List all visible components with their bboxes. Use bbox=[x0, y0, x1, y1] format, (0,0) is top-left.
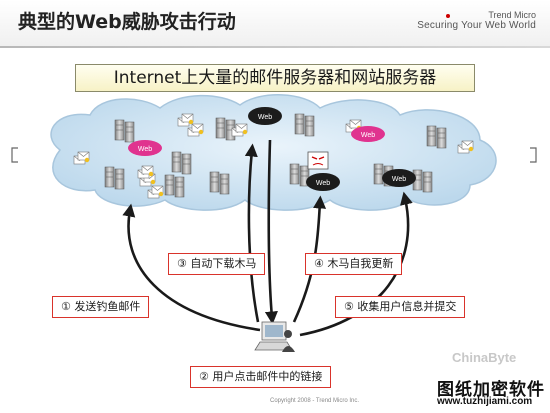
web-badge-dark bbox=[306, 173, 340, 191]
web-label: Web bbox=[316, 180, 330, 187]
right-bracket bbox=[530, 147, 537, 163]
web-badge-pink bbox=[128, 140, 162, 156]
user-computer-icon bbox=[254, 321, 295, 352]
web-label: Web bbox=[361, 132, 375, 139]
arrow-download bbox=[244, 143, 260, 323]
slide-title: 典型的Web威胁攻击行动 bbox=[18, 11, 236, 33]
brand-dot-icon bbox=[446, 14, 450, 18]
left-bracket bbox=[11, 147, 18, 163]
brand-name: Trend Micro bbox=[488, 10, 536, 20]
step-user-click-link: ② 用户点击邮件中的链接 bbox=[190, 366, 332, 388]
arrow-click bbox=[264, 139, 278, 325]
web-badge-pink bbox=[351, 126, 385, 142]
step-trojan-update: ④ 木马自我更新 bbox=[305, 253, 403, 275]
watermark-site-name: 图纸加密软件 bbox=[437, 380, 545, 400]
web-badge-dark bbox=[248, 107, 282, 125]
web-server-badges: Web Web Web Web Web bbox=[128, 107, 416, 191]
web-label: Web bbox=[258, 114, 272, 121]
malware-face-icon bbox=[307, 151, 329, 170]
footer-copyright: Copyright 2008 - Trend Micro Inc. bbox=[270, 398, 360, 404]
arrow-phishing bbox=[122, 203, 261, 332]
brand-slogan: Securing Your Web World bbox=[417, 20, 536, 31]
arrow-submit bbox=[299, 191, 413, 337]
web-label: Web bbox=[138, 146, 152, 153]
web-label: Web bbox=[392, 176, 406, 183]
web-badge-dark bbox=[382, 169, 416, 187]
brand-block: Trend Micro Securing Your Web World bbox=[417, 10, 536, 31]
internet-banner: Internet上大量的邮件服务器和网站服务器 bbox=[75, 64, 475, 92]
header-divider bbox=[0, 46, 550, 48]
watermark-site-url: www.tuzhijiami.com bbox=[437, 396, 533, 407]
slide-header bbox=[0, 0, 550, 46]
step-collect-submit: ⑤ 收集用户信息并提交 bbox=[335, 296, 466, 318]
watermark-chinabyte: ChinaByte bbox=[452, 350, 517, 365]
step-send-phishing: ① 发送钓鱼邮件 bbox=[52, 296, 150, 318]
step-download-trojan: ③ 自动下载木马 bbox=[168, 253, 266, 275]
